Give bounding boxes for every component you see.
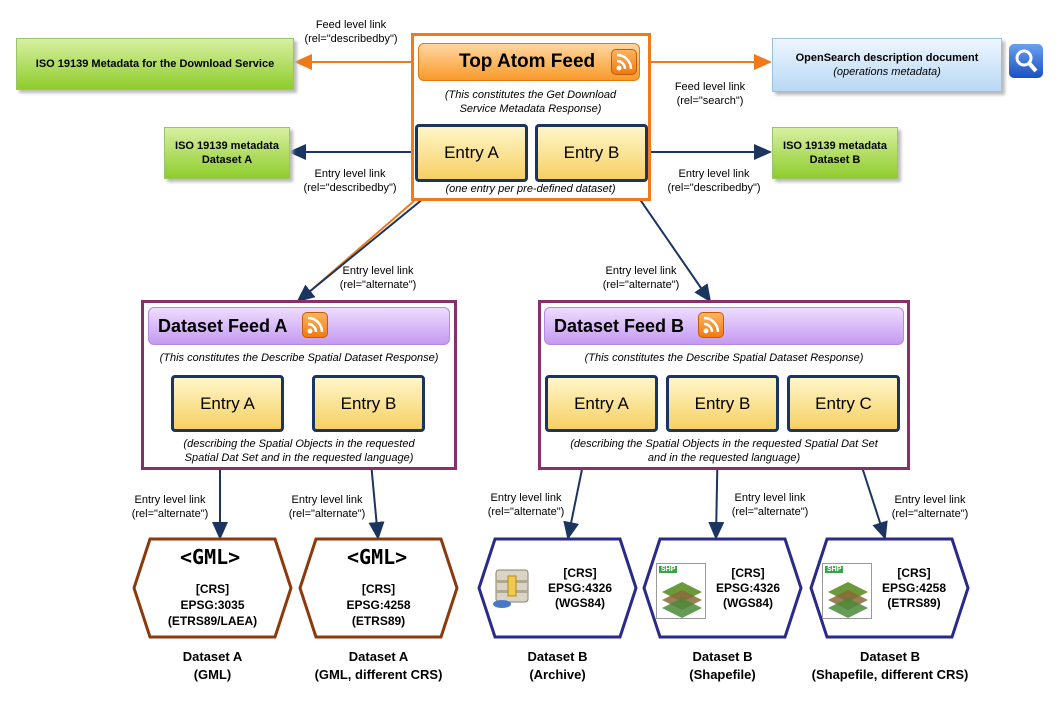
feed-describedby-label-2: (rel="describedby"): [304, 33, 398, 45]
output-4-line2: EPSG:4326: [715, 581, 781, 595]
alt-4-label-2: (rel="alternate"): [731, 506, 809, 518]
output-4-line1: [CRS]: [731, 566, 765, 580]
output-3-caption-2: (Archive): [529, 667, 586, 682]
archive-icon: [490, 566, 538, 615]
feed-a-entry-a[interactable]: Entry A: [171, 375, 284, 432]
dataset-feed-a-titlebar: [148, 307, 450, 345]
top-feed-note-line2: Service Metadata Response): [459, 103, 602, 115]
feed-b-entry-a[interactable]: Entry A: [545, 375, 658, 432]
alt-1-label-1: Entry level link: [134, 494, 206, 506]
output-3-line1: [CRS]: [563, 566, 597, 580]
alternate-b-label-2: (rel="alternate"): [602, 279, 680, 291]
top-atom-feed-titlebar: [418, 43, 640, 81]
output-gml-a-hex[interactable]: [132, 537, 293, 639]
download-service-metadata-box[interactable]: ISO 19139 Metadata for the Download Serv…: [16, 38, 294, 90]
entry-describedby-a-label-2: (rel="describedby"): [303, 182, 397, 194]
dataset-feed-b-title: Dataset Feed B: [554, 316, 685, 336]
gml-badge-a: <GML>: [180, 545, 241, 569]
output-1-line3: (ETRS89/LAEA): [167, 614, 258, 628]
output-1-line2: EPSG:3035: [180, 598, 245, 612]
feed-describedby-label-1: Feed level link: [315, 19, 387, 31]
alternate-a-label-1: Entry level link: [342, 265, 414, 277]
output-gml-b-hex[interactable]: [298, 537, 459, 639]
output-5-line2: EPSG:4258: [881, 581, 947, 595]
dataset-feed-b-titlebar: [544, 307, 904, 345]
download-service-metadata-label: ISO 19139 Metadata for the Download Serv…: [35, 58, 275, 70]
rss-icon[interactable]: [698, 312, 724, 338]
rss-icon[interactable]: [302, 312, 328, 338]
alternate-b-label-1: Entry level link: [605, 265, 677, 277]
output-4-caption-1: Dataset B: [692, 649, 753, 664]
output-1-caption-2: (GML): [193, 667, 232, 682]
entry-describedby-b-label-1: Entry level link: [678, 168, 750, 180]
output-2-caption-1: Dataset A: [348, 649, 409, 664]
top-atom-feed-title: Top Atom Feed: [459, 51, 596, 72]
feed-b-desc-line1: (describing the Spatial Objects in the r…: [570, 438, 878, 450]
alt-4-label-1: Entry level link: [734, 492, 806, 504]
feed-a-desc-line1: (describing the Spatial Objects in the r…: [183, 438, 415, 450]
output-5-caption-2: (Shapefile, different CRS): [811, 667, 969, 682]
alt-2-label-2: (rel="alternate"): [288, 508, 366, 520]
feed-b-entry-c[interactable]: Entry C: [787, 375, 900, 432]
output-2-line1: [CRS]: [361, 582, 396, 596]
metadata-dataset-b-line1: ISO 19139 metadata: [783, 140, 887, 152]
metadata-dataset-a-line1: ISO 19139 metadata: [175, 140, 279, 152]
top-feed-note-line1: (This constitutes the Get Download: [444, 89, 617, 101]
metadata-dataset-b-line2: Dataset B: [809, 154, 861, 166]
feed-a-desc-line2: Spatial Dat Set and in the requested lan…: [184, 452, 414, 464]
search-icon[interactable]: [1009, 44, 1043, 78]
output-5-line3: (ETRS89): [887, 596, 941, 610]
dataset-feed-b-note: (This constitutes the Describe Spatial D…: [584, 352, 864, 364]
alt-1-label-2: (rel="alternate"): [131, 508, 209, 520]
shapefile-badge: SHP: [825, 566, 844, 573]
feed-b-desc-line2: and in the requested language): [647, 452, 801, 464]
entry-describedby-a-label-1: Entry level link: [314, 168, 386, 180]
output-3-line2: EPSG:4326: [547, 581, 613, 595]
opensearch-box[interactable]: OpenSearch description document (operati…: [772, 38, 1002, 92]
metadata-dataset-a-line2: Dataset A: [201, 154, 253, 166]
alt-5-label-1: Entry level link: [894, 494, 966, 506]
opensearch-title: OpenSearch description document: [795, 52, 979, 64]
shapefile-badge: SHP: [659, 566, 678, 573]
dataset-feed-a-title: Dataset Feed A: [158, 316, 288, 336]
top-entry-a[interactable]: Entry A: [415, 124, 528, 182]
output-archive-hex[interactable]: [477, 537, 638, 639]
output-2-line2: EPSG:4258: [346, 598, 411, 612]
top-entry-b[interactable]: Entry B: [535, 124, 648, 182]
output-1-line1: [CRS]: [195, 582, 230, 596]
feed-a-entry-b[interactable]: Entry B: [312, 375, 425, 432]
alt-5-label-2: (rel="alternate"): [891, 508, 969, 520]
alt-3-label-2: (rel="alternate"): [487, 506, 565, 518]
output-3-line3: (WGS84): [554, 596, 605, 610]
rss-icon[interactable]: [611, 49, 637, 75]
output-4-caption-2: (Shapefile): [689, 667, 756, 682]
output-1-caption-1: Dataset A: [182, 649, 243, 664]
feed-search-label-2: (rel="search"): [676, 95, 744, 107]
metadata-dataset-b-box[interactable]: ISO 19139 metadata Dataset B: [772, 127, 898, 179]
output-5-caption-1: Dataset B: [860, 649, 920, 664]
alt-2-label-1: Entry level link: [291, 494, 363, 506]
shapefile-icon: SHP: [822, 563, 872, 619]
gml-badge-b: <GML>: [347, 545, 408, 569]
entry-describedby-b-label-2: (rel="describedby"): [667, 182, 761, 194]
feed-b-entry-b[interactable]: Entry B: [666, 375, 779, 432]
alternate-a-arrow: [296, 184, 441, 303]
output-2-caption-2: (GML, different CRS): [314, 667, 443, 682]
opensearch-subtitle: (operations metadata): [833, 66, 941, 78]
output-3-caption-1: Dataset B: [527, 649, 588, 664]
output-2-line3: (ETRS89): [351, 614, 406, 628]
alternate-b-arrow: [629, 184, 712, 303]
top-entries-note: (one entry per pre-defined dataset): [445, 183, 616, 195]
dataset-feed-a-note: (This constitutes the Describe Spatial D…: [159, 352, 439, 364]
output-4-line3: (WGS84): [722, 596, 773, 610]
alt-3-label-1: Entry level link: [490, 492, 562, 504]
output-5-line1: [CRS]: [897, 566, 931, 580]
metadata-dataset-a-box[interactable]: ISO 19139 metadata Dataset A: [164, 127, 290, 179]
feed-search-label-1: Feed level link: [674, 81, 746, 93]
alternate-a-label-2: (rel="alternate"): [339, 279, 417, 291]
shapefile-icon: SHP: [656, 563, 706, 619]
